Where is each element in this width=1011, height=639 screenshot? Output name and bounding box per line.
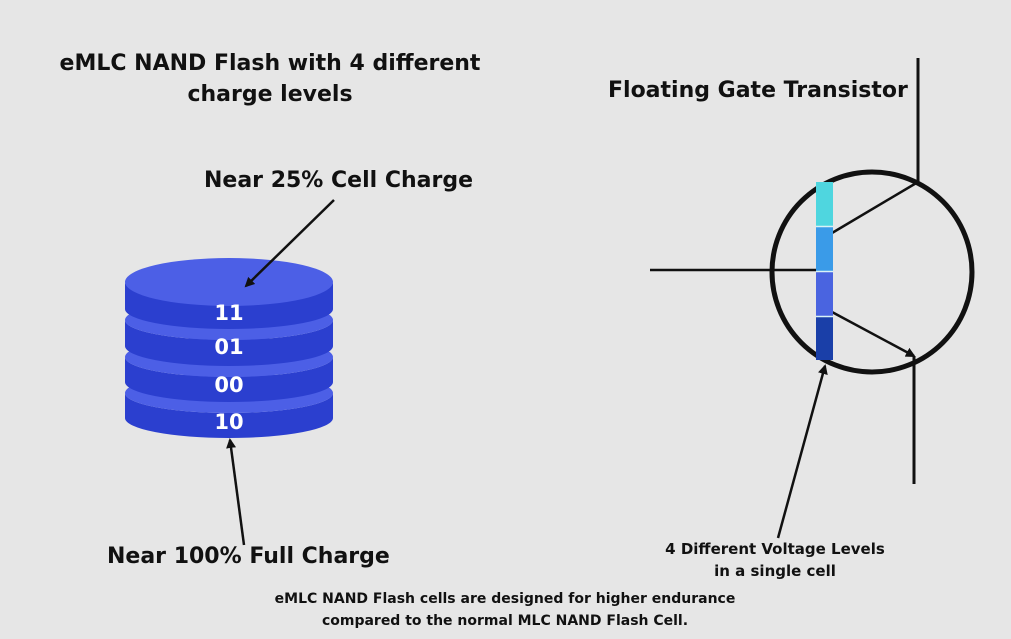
arrow-to-cell	[776, 364, 828, 539]
left-diagram-title: eMLC NAND Flash with 4 different charge …	[59, 51, 481, 107]
collector-diagonal	[831, 180, 919, 235]
voltage-label-line-2: in a single cell	[714, 562, 836, 580]
layer-code-4: 10	[214, 410, 243, 434]
cell-segment-4	[816, 317, 833, 360]
cell-segment-2	[816, 227, 833, 271]
cell-segment-3	[816, 272, 833, 316]
disk-layer-2-side	[125, 320, 333, 366]
layer-code-2: 01	[214, 335, 243, 359]
layer-code-3: 00	[214, 373, 243, 397]
footer-line-1: eMLC NAND Flash cells are designed for h…	[274, 591, 736, 607]
top-charge-label: Near 25% Cell Charge	[204, 168, 473, 193]
footer-note: eMLC NAND Flash cells are designed for h…	[230, 588, 780, 632]
disk-layer-4-side	[125, 393, 333, 438]
disk-layer-1-top	[125, 258, 333, 306]
arrow-to-bottom-layer	[226, 438, 246, 546]
bottom-charge-label: Near 100% Full Charge	[107, 544, 390, 569]
charge-level-stack: 11 01 00 10	[125, 258, 333, 438]
footer-line-2: compared to the normal MLC NAND Flash Ce…	[321, 613, 689, 629]
transistor-circle	[769, 169, 975, 375]
voltage-label-line-1: 4 Different Voltage Levels	[665, 540, 885, 558]
transistor-symbol	[650, 58, 975, 484]
voltage-levels-label: 4 Different Voltage Levels in a single c…	[630, 538, 920, 582]
cell-segment-1	[816, 182, 833, 226]
right-diagram-title: Floating Gate Transistor	[608, 78, 908, 103]
arrow-to-top-layer	[244, 199, 335, 288]
layer-code-1: 11	[214, 301, 243, 325]
emitter-diagonal	[831, 310, 916, 358]
disk-layer-3-side	[125, 357, 333, 402]
